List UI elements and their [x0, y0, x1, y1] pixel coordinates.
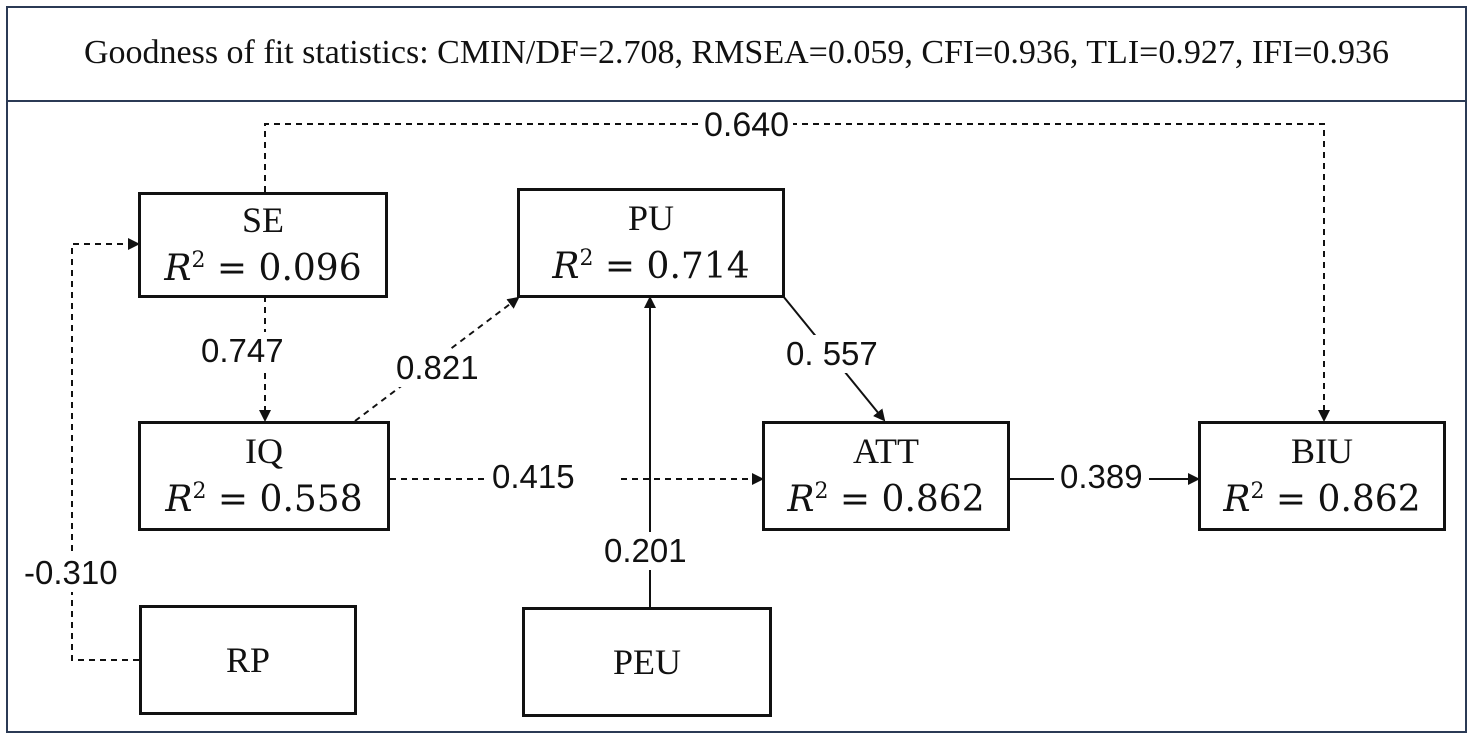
diagram-frame [6, 6, 1467, 733]
node-peu: PEU [522, 607, 772, 717]
path-label-se-biu: 0.640 [700, 106, 794, 145]
path-label-iq-pu: 0.821 [392, 349, 483, 387]
path-label-iq-att: 0.415 [488, 458, 619, 496]
node-att: ATT R2 = 0.862 [762, 421, 1010, 531]
node-att-r2: R2 = 0.862 [787, 479, 985, 520]
path-rp-se [71, 238, 140, 661]
node-biu-name: BIU [1291, 431, 1353, 471]
path-label-se-iq: 0.747 [197, 332, 288, 370]
node-biu-r2: R2 = 0.862 [1223, 479, 1421, 520]
node-peu-name: PEU [612, 642, 681, 682]
node-iq-r2: R2 = 0.558 [165, 479, 363, 520]
node-pu-name: PU [627, 198, 675, 238]
node-rp: RP [139, 605, 357, 715]
node-se-r2: R2 = 0.096 [164, 248, 362, 289]
node-pu: PU R2 = 0.714 [517, 188, 785, 298]
node-se-name: SE [241, 200, 284, 240]
path-label-rp-se: -0.310 [20, 554, 122, 592]
node-iq: IQ R2 = 0.558 [138, 421, 390, 531]
path-se-biu [264, 123, 1330, 422]
path-label-pu-att: 0. 557 [782, 335, 882, 373]
node-att-name: ATT [853, 431, 919, 471]
node-iq-name: IQ [245, 431, 283, 471]
fit-statistics-header: Goodness of fit statistics: CMIN/DF=2.70… [6, 6, 1467, 102]
node-biu: BIU R2 = 0.862 [1198, 421, 1446, 531]
path-label-att-biu: 0.389 [1054, 458, 1149, 496]
node-rp-name: RP [225, 640, 271, 680]
path-label-peu-pu: 0.201 [600, 532, 691, 570]
node-pu-r2: R2 = 0.714 [552, 246, 750, 287]
node-se: SE R2 = 0.096 [138, 192, 388, 298]
